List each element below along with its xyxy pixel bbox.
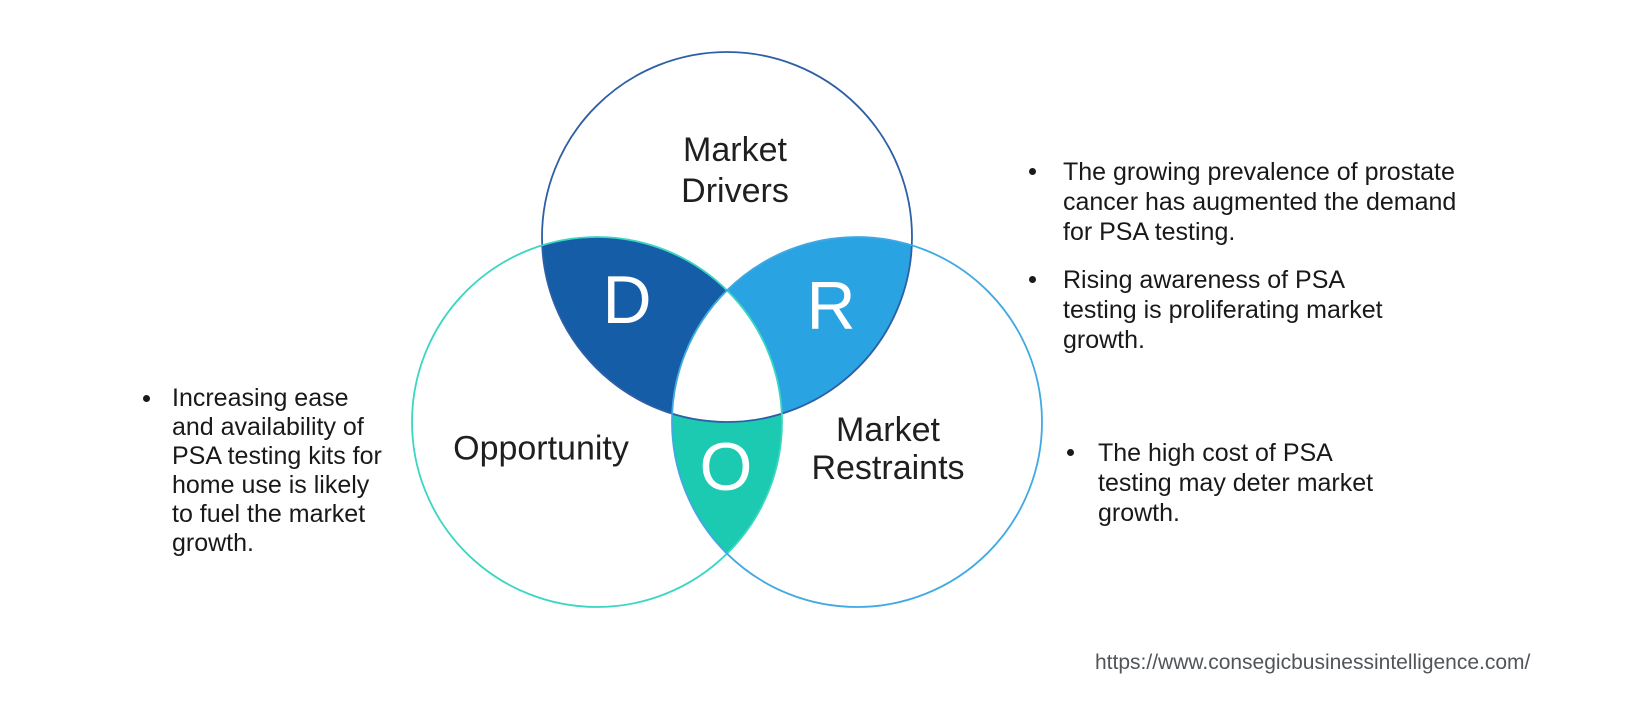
text-line: growth.: [1098, 499, 1180, 527]
drivers-circle-label: Market Drivers: [681, 130, 789, 212]
restraints-circle-label: Market Restraints: [811, 411, 964, 487]
bullet-dot: [1029, 276, 1036, 283]
text-line: cancer has augmented the demand: [1063, 188, 1457, 216]
region-drivers-restraints-fill: [727, 237, 912, 414]
text-line: The growing prevalence of prostate: [1063, 158, 1455, 186]
bullet-dot: [143, 395, 150, 402]
bullet-dot: [1067, 449, 1074, 456]
text-line: and availability of: [172, 413, 364, 441]
drivers-label-line1: Market: [683, 131, 787, 169]
restraints-circle-outline: [671, 236, 1043, 608]
text-line: The high cost of PSA: [1098, 439, 1333, 467]
opportunity-circle-label: Opportunity: [453, 429, 629, 468]
text-line: to fuel the market: [172, 500, 366, 528]
text-line: testing is proliferating market: [1063, 296, 1383, 324]
restraints-label-line2: Restraints: [811, 449, 965, 487]
text-line: home use is likely: [172, 471, 370, 499]
text-line: growth.: [172, 529, 254, 557]
letter-d: D: [602, 262, 652, 338]
opportunity-circle-outline: [411, 236, 783, 608]
text-line: Increasing ease: [172, 384, 349, 412]
bullet-dot: [1029, 168, 1036, 175]
text-line: Rising awareness of PSA: [1063, 266, 1346, 294]
region-drivers-opportunity-fill: [542, 237, 727, 414]
drivers-label-line2: Drivers: [681, 172, 789, 210]
text-line: testing may deter market: [1098, 469, 1374, 497]
text-line: PSA testing kits for: [172, 442, 382, 470]
source-url: https://www.consegicbusinessintelligence…: [1095, 651, 1531, 674]
letter-r: R: [806, 268, 856, 344]
text-line: growth.: [1063, 326, 1145, 354]
restraints-label-line1: Market: [836, 411, 940, 449]
drivers-circle-outline: [541, 51, 913, 423]
text-line: for PSA testing.: [1063, 218, 1236, 246]
letter-o: O: [699, 429, 753, 505]
